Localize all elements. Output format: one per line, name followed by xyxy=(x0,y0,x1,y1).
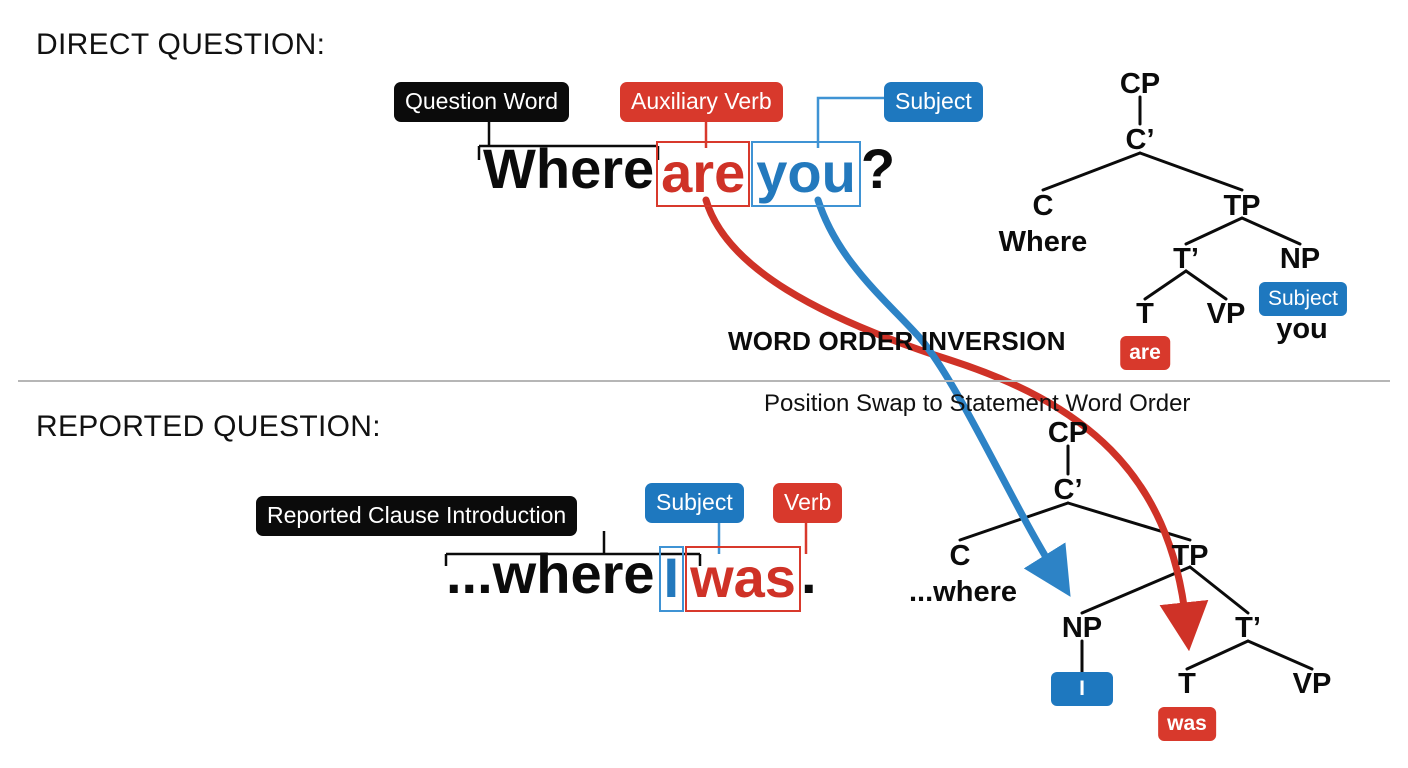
reported-node-t-word-was: was xyxy=(1158,707,1216,741)
label-subject-direct: Subject xyxy=(884,82,983,122)
reported-period: . xyxy=(800,542,817,605)
direct-node-vp: VP xyxy=(1206,298,1246,330)
reported-node-tp: TP xyxy=(1171,540,1209,572)
reported-word-i: I xyxy=(658,546,685,612)
reported-question-heading: REPORTED QUESTION: xyxy=(36,410,381,443)
direct-node-np-word-you: you xyxy=(1276,313,1328,345)
reported-node-tbar: T’ xyxy=(1235,612,1261,644)
label-subject-reported: Subject xyxy=(645,483,744,523)
direct-question-sentence: Where are you ? xyxy=(483,141,895,207)
word-order-inversion-label: WORD ORDER INVERSION xyxy=(728,326,1066,356)
direct-question-heading: DIRECT QUESTION: xyxy=(36,28,326,61)
section-divider xyxy=(18,380,1390,382)
reported-node-np: NP xyxy=(1061,612,1103,644)
reported-word-was: was xyxy=(685,546,801,612)
direct-node-cbar: C’ xyxy=(1125,124,1155,156)
direct-node-t-word-are: are xyxy=(1120,336,1170,370)
direct-word-are: are xyxy=(656,141,751,207)
reported-node-cbar: C’ xyxy=(1053,474,1083,506)
direct-node-t: T xyxy=(1136,298,1154,330)
direct-node-np: NP xyxy=(1279,243,1321,275)
label-question-word: Question Word xyxy=(394,82,569,122)
direct-node-c-word: Where xyxy=(998,226,1088,258)
direct-node-c: C xyxy=(1032,190,1054,222)
direct-question-mark: ? xyxy=(860,137,896,200)
position-swap-label: Position Swap to Statement Word Order xyxy=(764,390,1191,417)
reported-node-np-chip-i: I xyxy=(1051,672,1113,706)
reported-node-cp: CP xyxy=(1047,417,1089,449)
direct-node-cp: CP xyxy=(1119,68,1161,100)
reported-word-where: ...where xyxy=(446,542,655,605)
label-reported-clause-introduction: Reported Clause Introduction xyxy=(256,496,578,536)
reported-node-c: C xyxy=(949,540,971,572)
reported-node-t: T xyxy=(1178,668,1196,700)
direct-word-you: you xyxy=(751,141,861,207)
reported-node-vp: VP xyxy=(1292,668,1332,700)
direct-tree-branches xyxy=(1041,95,1302,301)
direct-node-tp: TP xyxy=(1223,190,1261,222)
label-auxiliary-verb: Auxiliary Verb xyxy=(620,82,783,122)
reported-question-sentence: ...where I was . xyxy=(446,546,817,612)
direct-node-np-chip-subject: Subject xyxy=(1258,282,1348,316)
direct-node-tbar: T’ xyxy=(1173,243,1199,275)
label-verb-reported: Verb xyxy=(773,483,843,523)
direct-word-where: Where xyxy=(483,137,655,200)
reported-node-c-word: ...where xyxy=(909,576,1017,608)
